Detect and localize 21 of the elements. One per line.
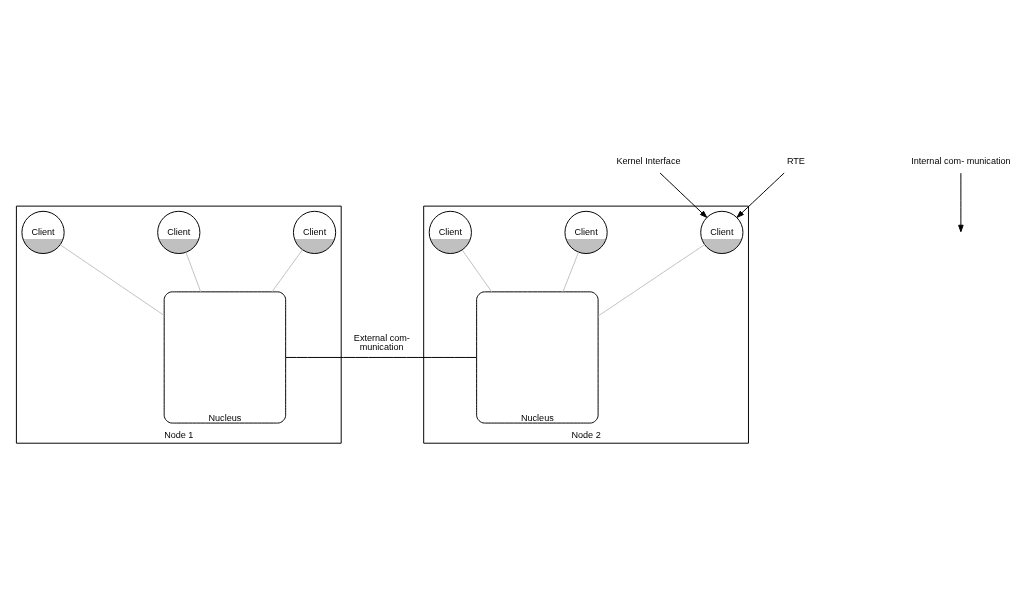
arrow	[958, 172, 964, 233]
connector	[185, 251, 202, 293]
connector	[562, 251, 579, 293]
connector	[271, 249, 303, 293]
node-box: Nucleus	[476, 291, 599, 424]
node-circle: Client	[428, 210, 472, 254]
node-text: Internal com- munication	[911, 155, 1011, 166]
connector	[597, 244, 705, 317]
node-text: Kernel Interface	[616, 155, 681, 166]
arrow	[736, 172, 785, 218]
connector	[59, 244, 165, 316]
edge-label: External com- munication	[353, 332, 410, 353]
node-circle: Client	[157, 210, 201, 254]
node-text: RTE	[786, 155, 805, 166]
arrow	[659, 172, 708, 218]
node-circle: Client	[564, 210, 608, 254]
connector	[285, 356, 477, 358]
node-circle: Client	[292, 210, 337, 254]
node-circle: Client	[21, 210, 65, 254]
node-box: Nucleus	[163, 291, 287, 424]
connector	[461, 249, 493, 293]
